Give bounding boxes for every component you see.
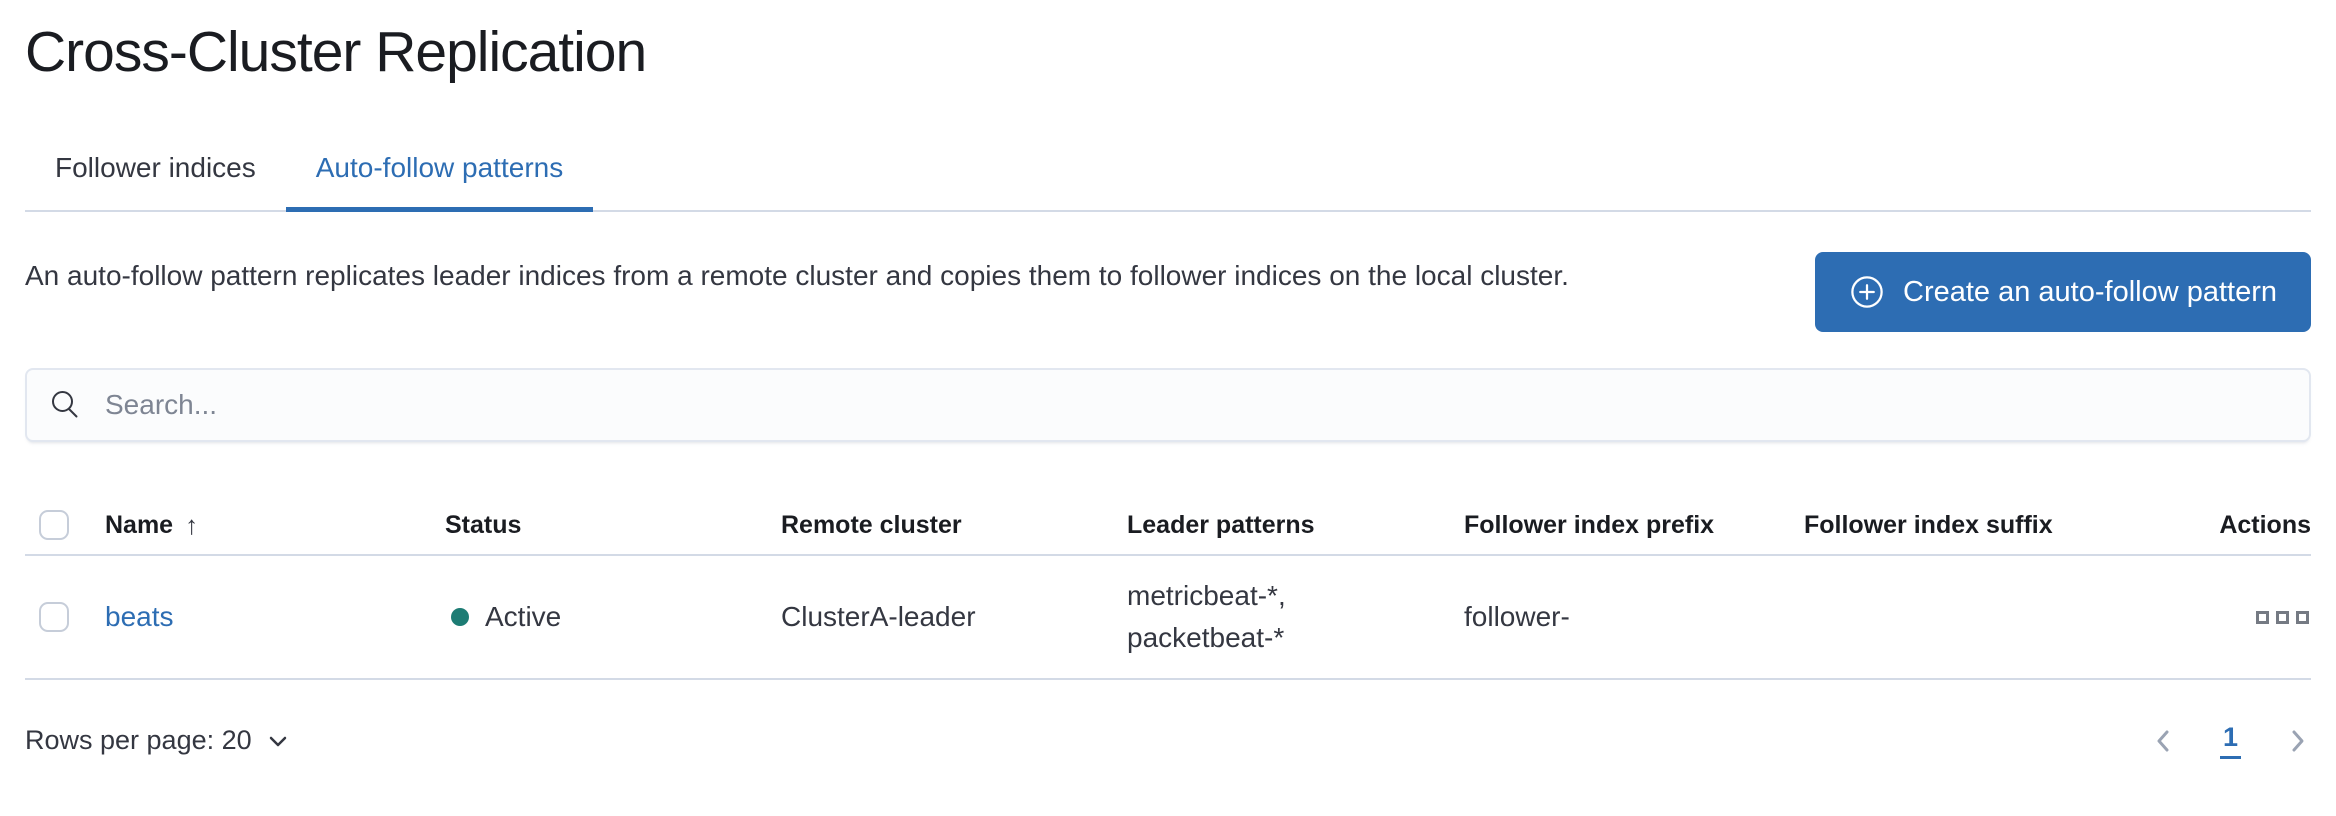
header-cell-follower-index-prefix: Follower index prefix (1440, 511, 1780, 540)
cell-actions (2120, 605, 2311, 630)
header-cell-follower-index-suffix: Follower index suffix (1780, 511, 2120, 540)
header-cell-status: Status (421, 511, 757, 540)
select-all-checkbox[interactable] (39, 510, 69, 540)
cell-leader-patterns: metricbeat-*, packetbeat-* (1103, 575, 1440, 659)
rows-per-page-selector[interactable]: Rows per page: 20 (25, 725, 290, 756)
table-footer: Rows per page: 20 1 (25, 722, 2311, 759)
cell-status: Active (421, 601, 757, 633)
chevron-right-icon (2285, 724, 2311, 758)
column-label-status: Status (445, 510, 522, 539)
table-header-row: Name ↑ Status Remote cluster Leader patt… (25, 496, 2311, 556)
cross-cluster-replication-page: Cross-Cluster Replication Follower indic… (0, 16, 2336, 759)
column-label-follower-index-suffix: Follower index suffix (1804, 510, 2053, 539)
chevron-down-icon (266, 729, 290, 753)
header-cell-name[interactable]: Name ↑ (81, 510, 421, 541)
leader-pattern-line: packetbeat-* (1127, 622, 1285, 653)
next-page-button[interactable] (2285, 724, 2311, 758)
status-active-dot-icon (451, 608, 469, 626)
page-number-1[interactable]: 1 (2219, 722, 2241, 759)
leader-pattern-line: metricbeat-*, (1127, 580, 1286, 611)
column-label-remote-cluster: Remote cluster (781, 510, 962, 539)
header-row: An auto-follow pattern replicates leader… (25, 252, 2311, 332)
previous-page-button[interactable] (2150, 724, 2176, 758)
header-cell-actions: Actions (2120, 511, 2311, 540)
tab-bar: Follower indices Auto-follow patterns (25, 148, 2311, 212)
status-label: Active (485, 601, 562, 632)
tab-follower-indices[interactable]: Follower indices (55, 152, 256, 183)
sort-ascending-icon: ↑ (185, 509, 199, 540)
column-label-name: Name (105, 510, 174, 539)
remote-cluster-value: ClusterA-leader (781, 601, 976, 632)
header-cell-leader-patterns: Leader patterns (1103, 504, 1440, 546)
page-title: Cross-Cluster Replication (25, 20, 647, 84)
cell-follower-index-prefix: follower- (1440, 601, 1780, 633)
chevron-left-icon (2150, 724, 2176, 758)
auto-follow-patterns-table: Name ↑ Status Remote cluster Leader patt… (25, 496, 2311, 680)
header-cell-checkbox (25, 510, 81, 540)
column-label-follower-index-prefix: Follower index prefix (1464, 510, 1715, 539)
search-icon (49, 389, 81, 421)
create-auto-follow-pattern-button[interactable]: Create an auto-follow pattern (1815, 252, 2311, 332)
row-checkbox[interactable] (39, 602, 69, 632)
rows-per-page-label: Rows per page: 20 (25, 725, 252, 755)
follower-index-prefix-value: follower- (1464, 601, 1570, 632)
column-label-actions: Actions (2219, 510, 2311, 539)
pagination: 1 (2150, 722, 2311, 759)
cell-checkbox (25, 602, 81, 632)
header-cell-remote-cluster: Remote cluster (757, 511, 1103, 540)
search-input[interactable] (105, 389, 2287, 421)
search-bar (25, 368, 2311, 442)
page-description: An auto-follow pattern replicates leader… (25, 260, 1569, 291)
cell-remote-cluster: ClusterA-leader (757, 601, 1103, 633)
tab-auto-follow-patterns[interactable]: Auto-follow patterns (285, 148, 594, 212)
plus-in-circle-icon (1849, 274, 1885, 310)
cell-name: beats (81, 601, 421, 633)
boxes-horizontal-icon[interactable] (2254, 605, 2311, 630)
create-button-label: Create an auto-follow pattern (1903, 275, 2277, 308)
column-label-leader-patterns: Leader patterns (1127, 511, 1315, 539)
pattern-name-link[interactable]: beats (105, 601, 174, 632)
table-row: beats Active ClusterA-leader metricbeat-… (25, 556, 2311, 680)
